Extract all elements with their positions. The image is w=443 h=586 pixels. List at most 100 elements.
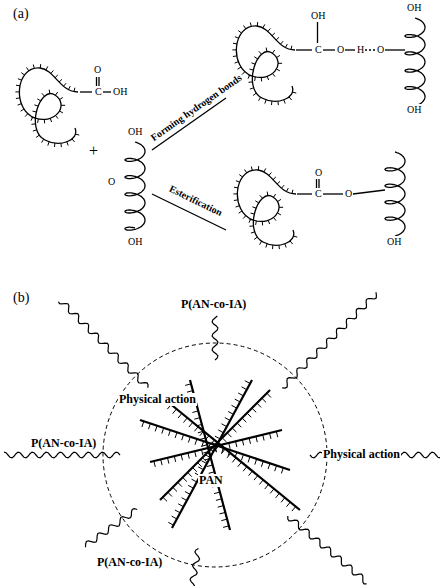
reaction-label: Esterification (167, 182, 226, 218)
side-group-tick (220, 512, 226, 514)
side-group-tick (268, 29, 271, 32)
side-group-tick (269, 173, 272, 176)
side-group-tick (259, 97, 261, 101)
side-group-tick (212, 442, 217, 445)
side-group-tick (260, 195, 263, 198)
wavy-chain (212, 316, 218, 360)
side-group-tick (16, 85, 20, 87)
side-group-tick (178, 504, 183, 507)
side-group-tick (251, 63, 255, 64)
side-group-tick (142, 421, 144, 427)
side-group-tick (37, 99, 40, 101)
side-group-tick (278, 63, 282, 64)
side-group-tick (286, 188, 288, 192)
side-group-tick (249, 438, 250, 444)
side-group-tick (277, 55, 280, 57)
atom-symbol: OH (127, 126, 143, 137)
dashed-boundary (103, 343, 327, 567)
side-group-tick (51, 71, 54, 74)
side-group-tick (229, 443, 230, 449)
side-group-tick (293, 236, 297, 237)
side-group-tick (182, 498, 187, 501)
polymer-label: PAN (198, 474, 224, 487)
polymer-coil (233, 166, 297, 249)
side-group-tick (278, 199, 281, 201)
side-group-tick (34, 105, 38, 106)
side-group-tick (235, 37, 239, 39)
side-group-tick (272, 50, 274, 53)
interaction-label: Physical action (322, 448, 401, 461)
side-group-tick (267, 76, 268, 80)
side-group-tick (232, 428, 236, 432)
side-group-tick (182, 435, 184, 441)
side-group-tick (168, 522, 173, 525)
side-group-tick (249, 471, 253, 476)
side-group-tick (257, 403, 261, 407)
side-group-tick (37, 119, 39, 123)
side-group-tick (155, 426, 157, 432)
side-group-tick (239, 211, 242, 213)
bond-line (323, 49, 335, 50)
side-group-tick (244, 26, 246, 29)
side-group-tick (55, 92, 57, 95)
side-group-tick (49, 90, 51, 94)
side-group-tick (161, 459, 162, 465)
side-group-tick (40, 64, 41, 68)
side-group-tick (168, 458, 169, 464)
side-group-tick (254, 476, 258, 481)
side-group-tick (248, 457, 250, 463)
side-group-tick (196, 424, 202, 426)
side-group-tick (195, 451, 196, 457)
atom-symbol: OH (127, 236, 143, 247)
side-group-tick (245, 381, 250, 384)
side-group-tick (234, 199, 238, 201)
side-group-tick (21, 109, 24, 111)
hydrogen-bond (365, 49, 375, 50)
atom-symbol: OH (112, 86, 128, 97)
side-group-tick (243, 467, 247, 472)
side-group-tick (18, 104, 22, 105)
bond-line (323, 193, 343, 194)
side-group-tick (236, 441, 237, 447)
side-group-tick (279, 207, 283, 208)
side-group-tick (200, 431, 204, 436)
side-group-tick (42, 93, 45, 96)
side-group-tick (263, 435, 264, 441)
side-group-tick (74, 88, 76, 92)
side-group-tick (265, 100, 266, 104)
side-group-tick (233, 43, 237, 45)
side-group-tick (268, 463, 270, 469)
side-group-tick (184, 418, 188, 423)
side-group-tick (251, 213, 255, 215)
side-group-tick (174, 456, 175, 462)
interaction-label: Physical action (118, 393, 197, 406)
side-group-tick (223, 526, 229, 528)
side-group-tick (239, 175, 242, 177)
polymer-helix (385, 152, 405, 236)
side-group-tick (235, 399, 240, 402)
side-group-tick (289, 97, 292, 100)
side-group-tick (192, 411, 198, 413)
atom-symbol: OH (406, 104, 422, 115)
side-group-tick (233, 193, 237, 194)
side-group-tick (242, 387, 247, 390)
side-group-tick (188, 485, 193, 488)
side-group-tick (18, 79, 22, 81)
side-group-tick (270, 489, 274, 494)
side-group-tick (277, 213, 281, 215)
side-group-tick (169, 430, 171, 436)
side-group-tick (198, 467, 203, 470)
side-group-tick (175, 432, 177, 438)
side-group-tick (205, 436, 209, 441)
side-group-tick (195, 439, 197, 445)
atom-symbol: H (356, 44, 365, 55)
side-group-tick (235, 452, 237, 458)
side-group-tick (68, 86, 70, 90)
side-group-tick (16, 97, 20, 99)
side-group-tick (238, 393, 243, 396)
side-group-tick (178, 482, 182, 486)
side-group-tick (33, 111, 37, 113)
side-group-tick (255, 459, 257, 465)
panel-letter: (b) (12, 290, 30, 305)
side-group-tick (276, 69, 280, 71)
